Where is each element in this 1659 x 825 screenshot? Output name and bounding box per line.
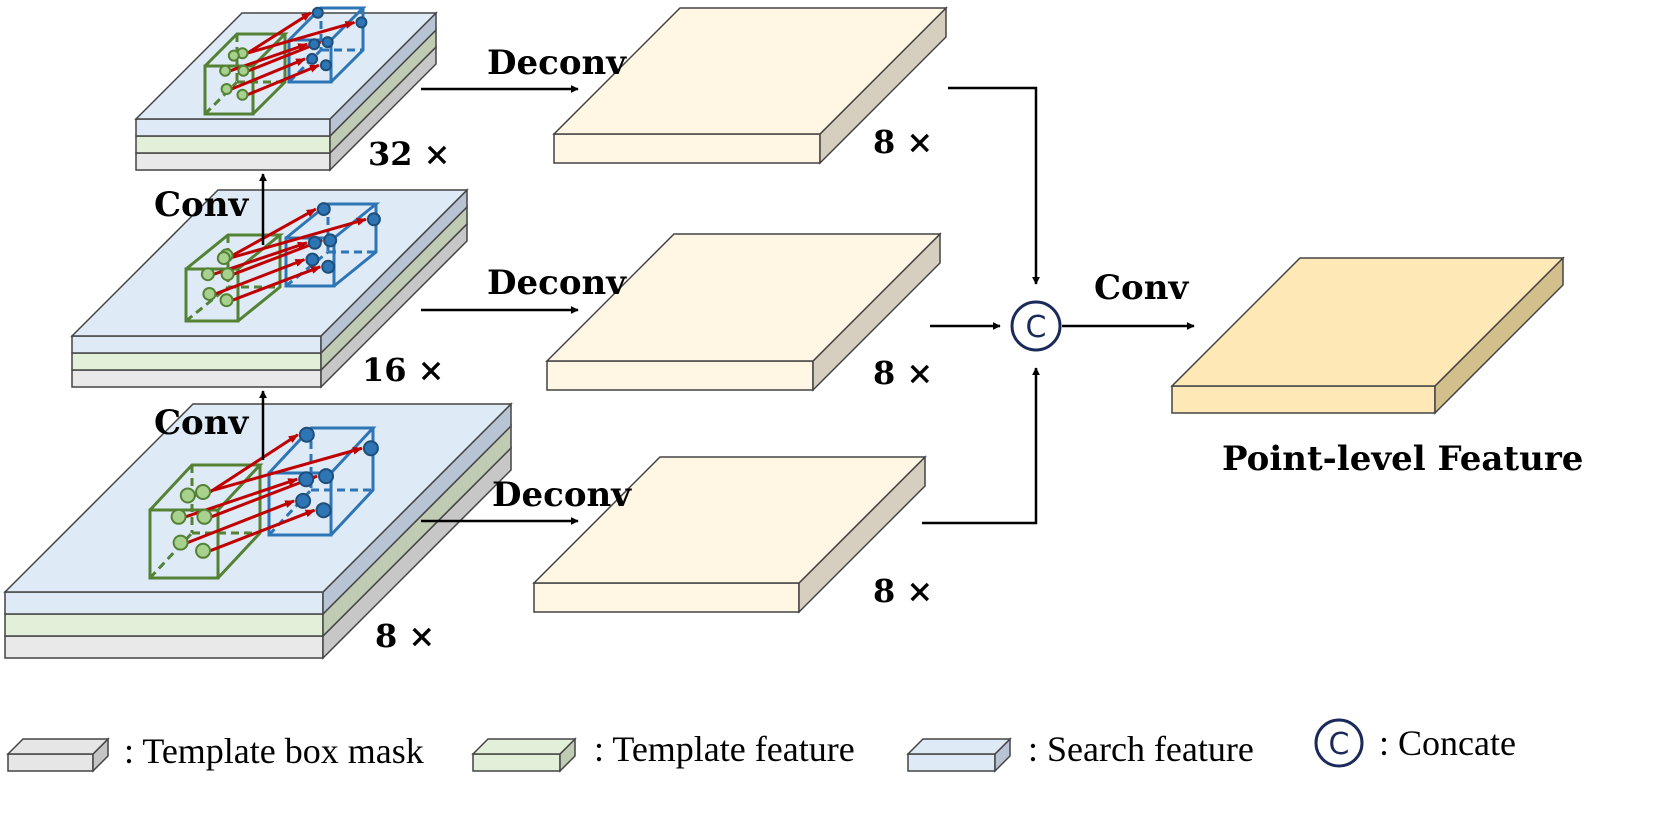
upsampled-map-bottom	[532, 455, 927, 614]
conv-label-bottom: Conv	[154, 403, 249, 443]
deconv-label-bottom: Deconv	[492, 475, 632, 515]
scale-label-upsampled-top: 8 ×	[873, 123, 933, 161]
svg-text:C: C	[1026, 310, 1047, 345]
scale-label-upsampled-bottom: 8 ×	[873, 572, 933, 610]
concat-symbol: C	[1010, 300, 1062, 352]
scale-label-16x: 16 ×	[362, 351, 444, 389]
correlation-cubes	[148, 6, 381, 580]
legend: : Template box mask : Template feature :…	[6, 718, 1516, 773]
conv-label-top: Conv	[154, 185, 249, 225]
flow-arrows	[259, 85, 1195, 525]
scale-label-32x: 32 ×	[368, 135, 450, 173]
legend-label-template-box-mask: : Template box mask	[124, 731, 424, 771]
legend-item-concate: C : Concate	[1314, 718, 1516, 768]
merge-arrow-top	[948, 86, 1040, 285]
stack-level-16x	[70, 188, 469, 389]
concat-legend-letter: C	[1329, 727, 1350, 762]
legend-label-search-feature: : Search feature	[1028, 729, 1254, 769]
deconv-label-mid: Deconv	[487, 263, 627, 303]
cube-group-8x	[148, 426, 379, 580]
legend-label-template-feature: : Template feature	[594, 729, 855, 769]
legend-item-template-feature: : Template feature	[471, 729, 855, 773]
upsampled-map-top	[552, 6, 948, 165]
legend-item-search-feature: : Search feature	[906, 729, 1254, 773]
conv-label-output: Conv	[1094, 268, 1189, 308]
deconv-label-top: Deconv	[487, 43, 627, 83]
output-title: Point-level Feature	[1222, 439, 1583, 479]
output-feature-map	[1170, 256, 1565, 415]
concat-legend-icon	[1314, 718, 1364, 768]
cube-group-32x	[203, 6, 368, 116]
scale-label-upsampled-mid: 8 ×	[873, 354, 933, 392]
legend-label-concate: : Concate	[1379, 723, 1516, 763]
legend-item-template-box-mask: : Template box mask	[6, 731, 424, 773]
cube-group-16x	[184, 202, 381, 323]
merge-arrow-bottom	[922, 367, 1040, 525]
scale-label-8x: 8 ×	[375, 617, 435, 655]
upsampled-map-mid	[545, 232, 942, 392]
